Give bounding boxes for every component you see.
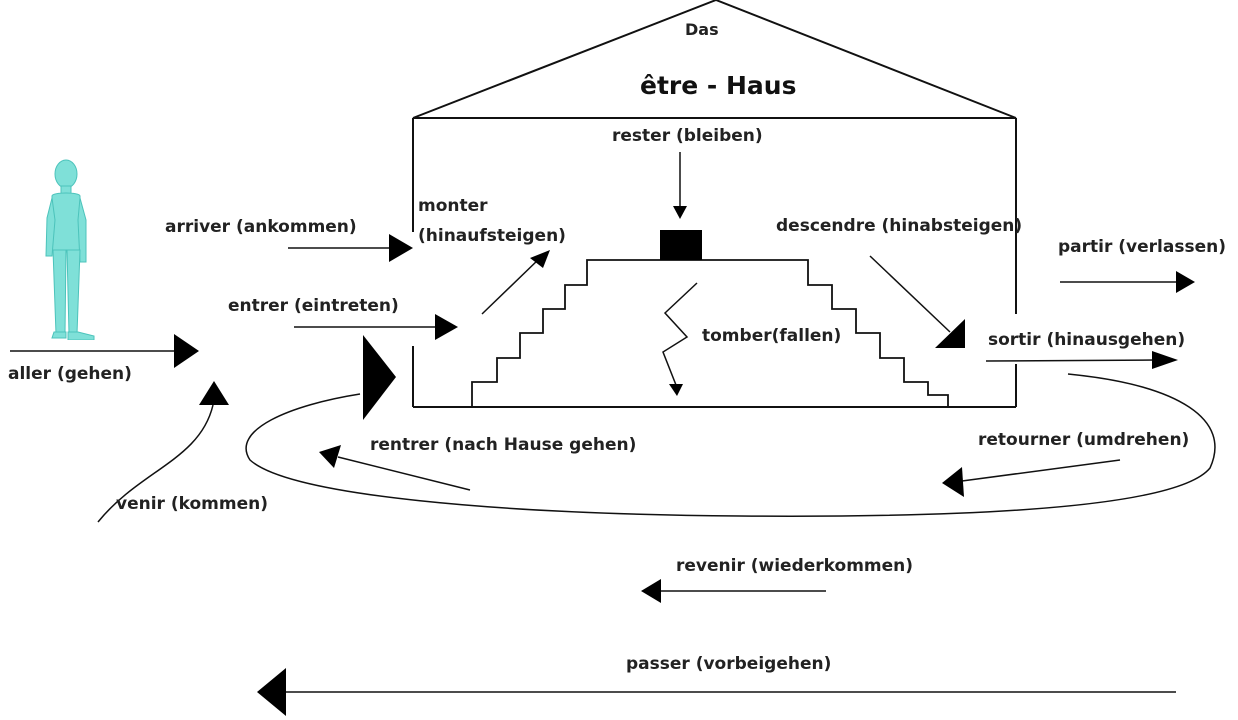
tomber-arrow [662,282,698,386]
label-revenir: revenir (wiederkommen) [676,556,914,576]
house-title: être - Haus [640,71,797,100]
staircase [471,259,949,407]
revenir-arrowhead [641,579,661,603]
label-partir: partir (verlassen) [1058,237,1226,257]
retourner-arrow [961,459,1121,482]
monter-arrowhead [530,250,550,268]
retourner-arrowhead [942,467,964,497]
tomber-arrowhead [669,384,683,396]
label-tomber: tomber(fallen) [702,326,842,346]
label-venir: venir (kommen) [116,494,268,514]
sortir-arrowhead [1152,351,1178,369]
label-retourner: retourner (umdrehen) [978,430,1190,450]
label-arriver: arriver (ankommen) [165,217,357,237]
rentrer-arrow [337,456,471,491]
partir-arrowhead [1176,271,1195,293]
label-monter: monter [418,196,488,216]
house-label-das: Das [685,20,719,39]
label-sortir: sortir (hinausgehen) [988,330,1186,350]
door-triangle [363,335,396,420]
descendre-arrow [869,255,951,333]
loop-ellipse [245,373,1216,517]
label-descendre: descendre (hinabsteigen) [776,216,1023,236]
entrer-arrowhead [435,314,458,340]
label-monter-translation: (hinaufsteigen) [418,226,566,246]
sortir-arrow [985,359,1157,362]
rentrer-arrowhead [319,445,341,468]
label-entrer: entrer (eintreten) [228,296,399,316]
house-roof [412,0,1017,119]
rester-block [660,230,702,260]
venir-arrow [97,404,214,523]
person-figure [45,159,95,340]
passer-arrowhead [257,668,286,716]
rester-arrowhead [673,206,687,219]
label-passer: passer (vorbeigehen) [626,654,832,674]
label-rentrer: rentrer (nach Hause gehen) [370,435,637,455]
venir-arrowhead [199,381,229,405]
monter-arrow [481,257,541,315]
aller-arrowhead [174,334,199,368]
label-aller: aller (gehen) [8,364,132,384]
arriver-arrowhead [389,234,413,262]
descendre-arrowhead [935,319,965,348]
label-rester: rester (bleiben) [612,126,763,146]
